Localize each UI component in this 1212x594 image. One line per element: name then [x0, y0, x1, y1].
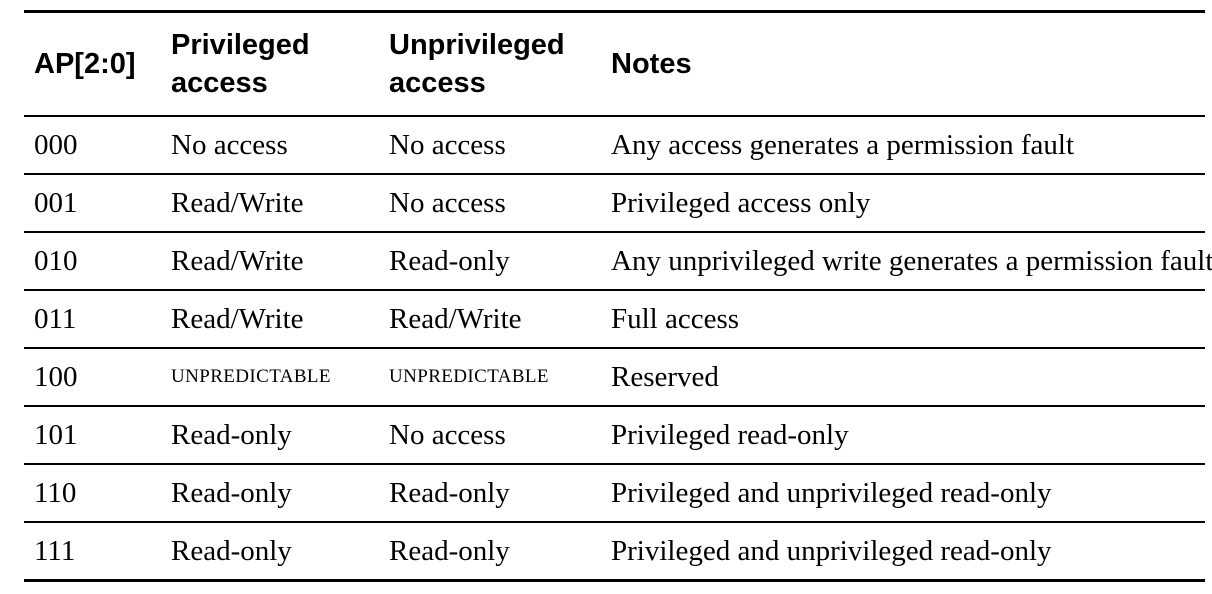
cell-privileged: Read-only — [161, 464, 379, 523]
cell-unprivileged: No access — [379, 174, 601, 233]
cell-notes: Privileged and unprivileged read-only — [601, 522, 1205, 582]
cell-ap: 100 — [24, 348, 161, 407]
cell-notes: Privileged and unprivileged read-only — [601, 464, 1205, 523]
column-header-privileged-access: Privileged access — [161, 11, 379, 117]
cell-unprivileged: Read-only — [379, 464, 601, 523]
cell-unprivileged: No access — [379, 406, 601, 465]
cell-privileged: Read-only — [161, 522, 379, 582]
cell-ap: 011 — [24, 290, 161, 349]
table-header: AP[2:0] Privileged access Unprivileged a… — [24, 11, 1205, 117]
access-permissions-table: AP[2:0] Privileged access Unprivileged a… — [24, 10, 1212, 582]
cell-ap: 001 — [24, 174, 161, 233]
cell-unprivileged: UNPREDICTABLE — [379, 348, 601, 407]
cell-ap: 101 — [24, 406, 161, 465]
cell-ap: 110 — [24, 464, 161, 523]
cell-privileged: Read/Write — [161, 174, 379, 233]
cell-unprivileged: Read/Write — [379, 290, 601, 349]
cell-privileged: Read/Write — [161, 232, 379, 291]
cell-privileged: Read/Write — [161, 290, 379, 349]
cell-notes: Privileged access only — [601, 174, 1205, 233]
cell-notes: Reserved — [601, 348, 1205, 407]
cell-privileged: No access — [161, 116, 379, 175]
cell-ap: 000 — [24, 116, 161, 175]
cell-unprivileged: Read-only — [379, 522, 601, 582]
cell-unprivileged: Read-only — [379, 232, 601, 291]
cell-notes: Privileged read-only — [601, 406, 1205, 465]
cell-unprivileged: No access — [379, 116, 601, 175]
cell-privileged: Read-only — [161, 406, 379, 465]
column-header-ap: AP[2:0] — [24, 11, 161, 117]
header-row: AP[2:0] Privileged access Unprivileged a… — [24, 11, 1205, 117]
column-header-unprivileged-access: Unprivileged access — [379, 11, 601, 117]
column-header-notes: Notes — [601, 11, 1205, 117]
cell-notes: Any access generates a permission fault — [601, 116, 1205, 175]
cell-ap: 010 — [24, 232, 161, 291]
cell-privileged: UNPREDICTABLE — [161, 348, 379, 407]
cell-ap: 111 — [24, 522, 161, 582]
cell-notes: Any unprivileged write generates a permi… — [601, 232, 1212, 291]
cell-notes: Full access — [601, 290, 1205, 349]
